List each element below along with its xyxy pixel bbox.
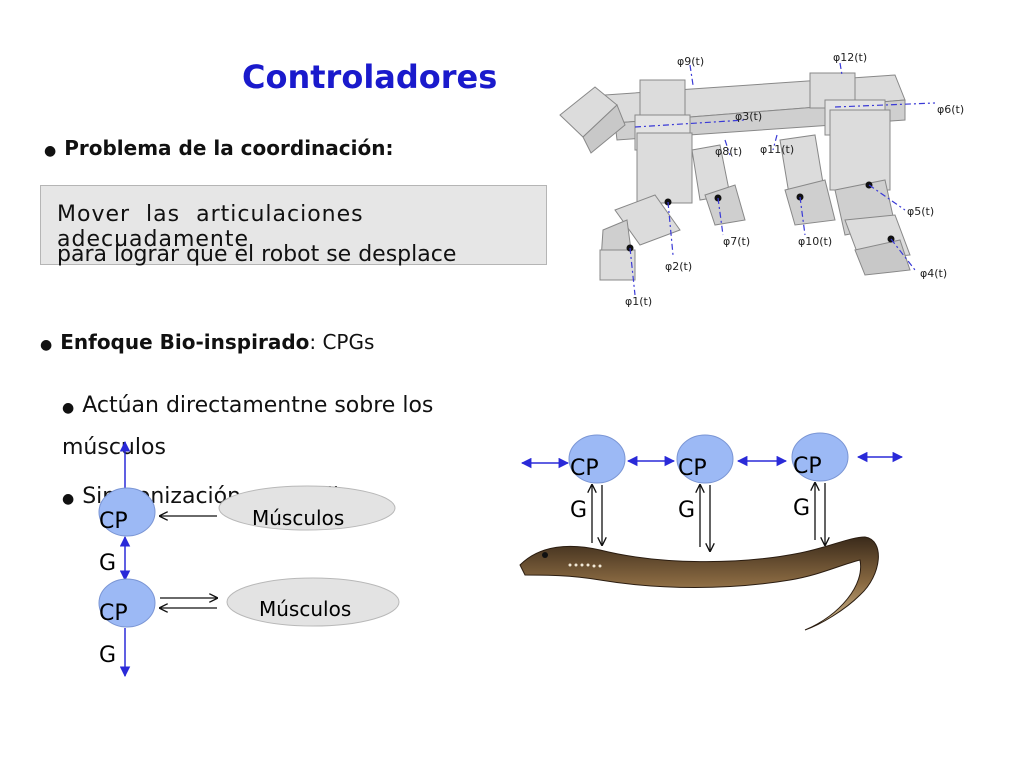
cpg-node-3-label: CP [793, 454, 822, 479]
bullet-text: Actúan directamentne sobre los músculos [62, 393, 434, 460]
phi6-label: φ6(t) [937, 103, 964, 116]
muscle-node-2 [226, 577, 400, 627]
phi10-label: φ10(t) [798, 235, 832, 248]
definition-box: Mover las articulaciones adecuadamente p… [40, 185, 547, 267]
cpg-node-2-label-g: G [678, 498, 695, 523]
bullet-bold-text: Enfoque Bio-inspirado [60, 330, 310, 354]
cpg-node-bottom-label-g: G [99, 643, 116, 668]
phi3-label: φ3(t) [735, 110, 762, 123]
muscle-node-1-label: Músculos [252, 506, 344, 530]
muscle-node-2-label: Músculos [259, 597, 351, 621]
bullet-dot: ● [44, 143, 57, 159]
phi11-label: φ11(t) [760, 143, 794, 156]
phi9-label: φ9(t) [677, 55, 704, 68]
phi5-label: φ5(t) [907, 205, 934, 218]
cpg-node-top-label-g: G [99, 551, 116, 576]
cpg-node-2-label: CP [678, 456, 707, 481]
bullet-bio-inspired: ● Enfoque Bio-inspirado: CPGs [40, 330, 374, 354]
definition-line-1: Mover las articulaciones adecuadamente [57, 202, 364, 252]
muscle-node-1 [218, 485, 396, 531]
cpg-node-1 [568, 434, 626, 484]
phi12-label: φ12(t) [833, 51, 867, 64]
definition-line-2: para lograr que el robot se desplace [57, 242, 457, 267]
cpg-node-bottom-label: CP [99, 601, 128, 626]
cpg-node-top [98, 487, 156, 537]
bullet-coordination-problem: ● Problema de la coordinación: [44, 136, 393, 160]
cpg-node-1-label-g: G [570, 498, 587, 523]
phi2-label: φ2(t) [665, 260, 692, 273]
cpg-muscle-diagram: CP G CP G Músculos Músculos [98, 440, 400, 678]
cpg-node-3 [791, 432, 849, 482]
cpg-node-bottom [98, 578, 156, 628]
bullet-dot: ● [62, 491, 75, 507]
bullet-text: Problema de la coordinación: [64, 136, 394, 160]
phi1-label: φ1(t) [625, 295, 652, 308]
cpg-node-top-label: CP [99, 509, 128, 534]
slide-title: Controladores [242, 58, 498, 96]
eel-image [519, 536, 879, 631]
phi8-label: φ8(t) [715, 145, 742, 158]
phi4-label: φ4(t) [920, 267, 947, 280]
bullet-dot: ● [62, 400, 75, 416]
bullet-muscles: ●Actúan directamentne sobre los músculos [62, 386, 472, 468]
bullet-dot: ● [40, 337, 53, 353]
cpg-node-3-label-g: G [793, 496, 810, 521]
cpg-node-1-label: CP [570, 456, 599, 481]
eel-cpg-diagram: CP G CP G CP G [519, 432, 904, 631]
robot-illustration: φ1(t) φ2(t) φ3(t) φ4(t) φ5(t) φ6(t) φ7(t… [559, 51, 964, 308]
cpg-node-2 [676, 434, 734, 484]
bullet-text: : CPGs [309, 330, 375, 354]
phi7-label: φ7(t) [723, 235, 750, 248]
